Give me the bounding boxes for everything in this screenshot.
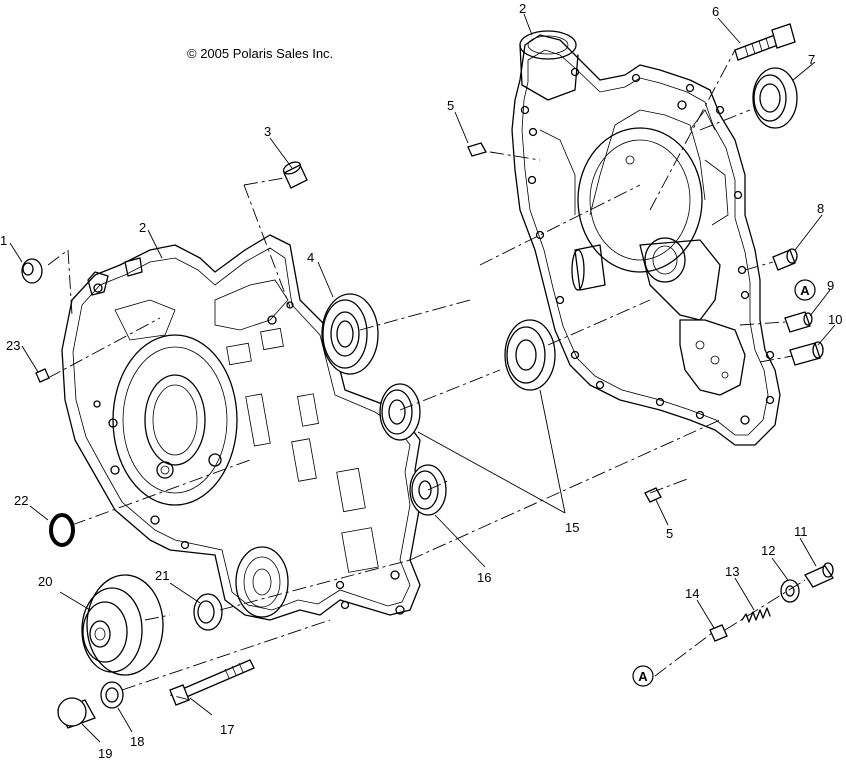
callout-21: 21 xyxy=(155,568,169,583)
part-plug-19 xyxy=(57,697,96,729)
part-bearing-15-left xyxy=(379,383,421,441)
part-seal-21 xyxy=(193,593,223,631)
callout-18: 18 xyxy=(130,734,144,749)
callout-5-upper: 5 xyxy=(447,98,454,113)
part-fitting-9 xyxy=(784,311,813,333)
right-crankcase-half xyxy=(511,30,781,446)
reference-marker-top-label: A xyxy=(800,283,810,298)
callout-7: 7 xyxy=(808,52,815,67)
alignment-lines xyxy=(47,49,806,701)
reference-marker-bottom: A xyxy=(632,665,654,687)
callout-2-right: 2 xyxy=(519,1,526,16)
part-washer-18 xyxy=(100,681,124,709)
leader-lines xyxy=(9,13,836,743)
part-dowel-3 xyxy=(282,161,308,189)
part-bearing-15-right xyxy=(504,319,556,391)
reference-marker-bottom-label: A xyxy=(638,669,648,684)
callout-1: 1 xyxy=(0,233,7,248)
callout-9: 9 xyxy=(827,278,834,293)
part-plunger-14 xyxy=(709,624,728,642)
callout-4: 4 xyxy=(307,250,314,265)
part-pulley-20 xyxy=(81,574,164,676)
callout-15: 15 xyxy=(565,520,579,535)
callout-16: 16 xyxy=(477,570,491,585)
copyright-notice: © 2005 Polaris Sales Inc. xyxy=(187,46,333,61)
callout-22: 22 xyxy=(14,493,28,508)
callout-23: 23 xyxy=(6,338,20,353)
part-pin-5-lower xyxy=(644,487,662,503)
callout-12: 12 xyxy=(761,543,775,558)
callout-10: 10 xyxy=(828,312,842,327)
reference-marker-top: A xyxy=(794,279,816,301)
callout-5-lower: 5 xyxy=(666,526,673,541)
callout-20: 20 xyxy=(38,574,52,589)
part-dowel-8 xyxy=(772,248,798,271)
part-seal-7 xyxy=(752,67,798,129)
part-washer-12 xyxy=(780,579,800,603)
part-fitting-10 xyxy=(789,341,824,366)
part-dowel-1 xyxy=(21,258,43,284)
callout-3: 3 xyxy=(264,124,271,139)
callout-6: 6 xyxy=(712,4,719,19)
callout-2-left: 2 xyxy=(139,220,146,235)
part-o-ring-22 xyxy=(49,513,75,547)
callout-13: 13 xyxy=(725,564,739,579)
part-bolt-6 xyxy=(734,23,796,61)
callout-19: 19 xyxy=(98,746,112,761)
callout-14: 14 xyxy=(685,586,699,601)
left-crankcase-half xyxy=(61,234,421,621)
part-pin-5-upper xyxy=(467,142,487,157)
callout-17: 17 xyxy=(220,722,234,737)
callout-8: 8 xyxy=(817,201,824,216)
part-pin-23 xyxy=(35,368,50,383)
part-plug-11 xyxy=(804,562,834,588)
part-bolt-17 xyxy=(169,659,255,706)
part-bearing-4 xyxy=(321,293,379,375)
callout-11: 11 xyxy=(794,524,808,539)
